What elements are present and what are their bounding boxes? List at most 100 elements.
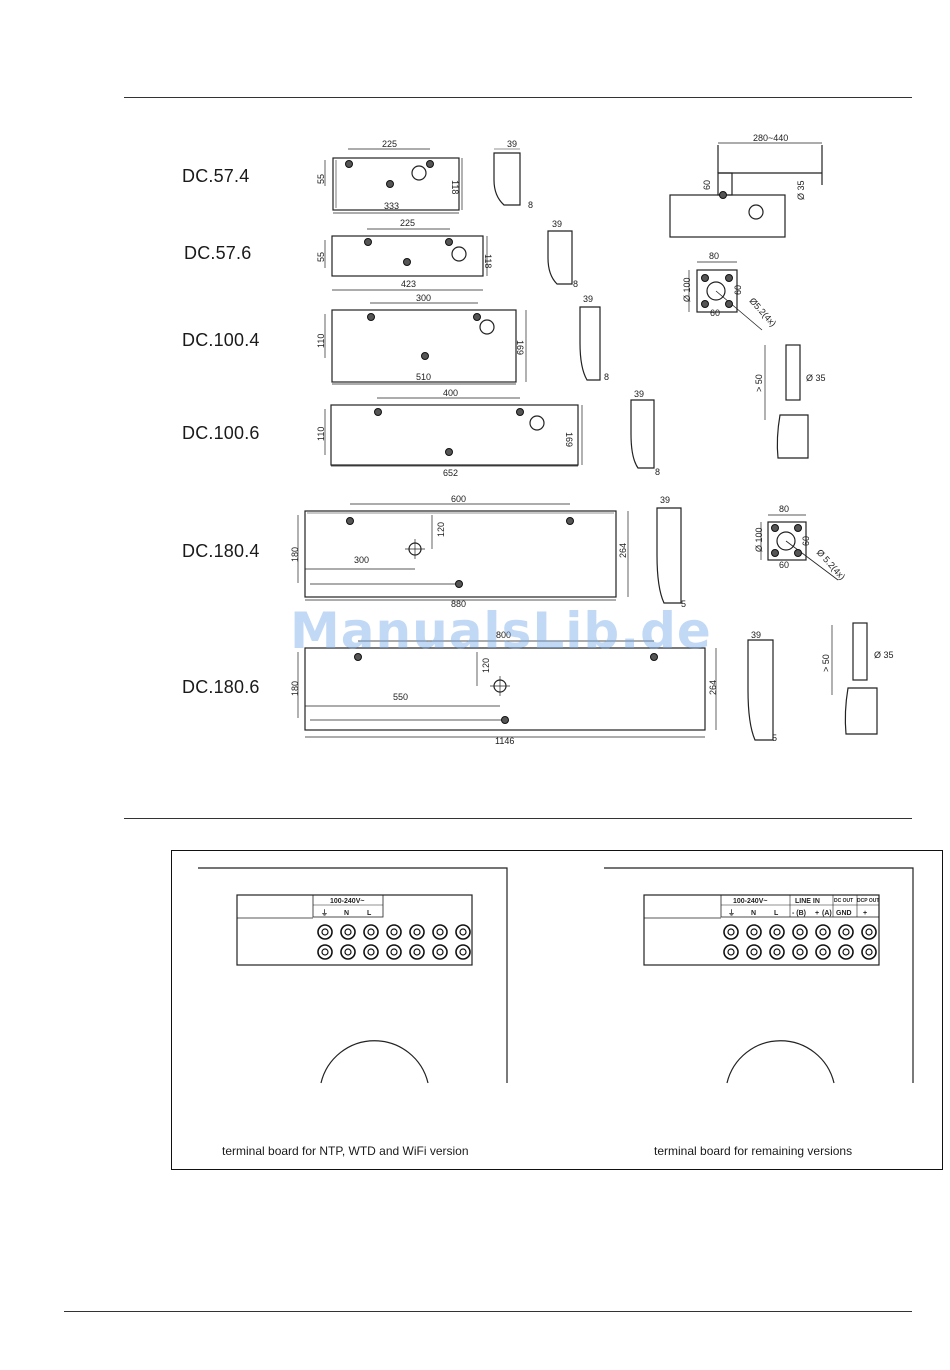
model-label: DC.100.6 [182,423,260,443]
dim-label: 550 [393,692,408,702]
terminal-label: N [344,910,349,917]
terminal-label: N [751,910,756,917]
dim-label: 60 [801,536,811,546]
dim-label: 120 [436,522,446,537]
dim-label: 169 [564,432,574,447]
housing-front [332,157,460,211]
dim-label: > 50 [754,374,764,392]
dim-label: 600 [451,494,466,504]
housing-front [331,309,517,383]
dim-label: 39 [660,495,670,505]
dim-label: 880 [451,599,466,609]
dim-label: 8 [573,279,578,289]
dim-label: 39 [751,630,761,640]
housing-side [493,152,521,206]
housing-front [304,510,617,598]
dim-label: 225 [400,218,415,228]
model-label: DC.180.4 [182,541,260,561]
dim-label: 180 [290,547,300,562]
terminal-header: 100-240V~ [330,898,364,905]
dim-label: 423 [401,279,416,289]
dim-label: 333 [384,201,399,211]
dim-label: 5 [772,733,777,743]
housing-front [330,404,579,466]
terminal-label: GND [836,910,852,917]
dim-label: 1146 [495,736,514,746]
pole [852,622,868,681]
dim-label: 55 [316,174,326,184]
housing-front [331,235,484,277]
model-label: DC.180.6 [182,677,260,697]
dim-label: 118 [483,254,493,268]
dim-label: 8 [604,372,609,382]
dimension-drawing: 225 55 118 333 39 8 225 55 118 423 39 8 … [290,133,894,746]
dim-label: 39 [634,389,644,399]
model-label: DC.100.4 [182,330,260,350]
dim-label: 300 [354,555,369,565]
dim-label: 510 [416,372,431,382]
dim-label: 80 [779,504,789,514]
top-rule [124,97,912,98]
model-label: DC.57.6 [184,243,252,263]
terminal-label: L [774,910,779,917]
dim-label: Ø 100 [682,277,692,302]
housing-side [579,306,601,381]
terminal-label: - (B) [792,910,806,917]
dim-label: 120 [481,658,491,673]
dim-label: 8 [655,467,660,477]
dim-label: 5 [681,599,686,609]
dim-label: 110 [316,334,326,348]
dim-label: Ø 35 [796,180,806,200]
dim-label: 225 [382,139,397,149]
terminal-header: DC OUT [834,898,853,904]
dim-label: 264 [618,543,628,558]
terminal-caption-left: terminal board for NTP, WTD and WiFi ver… [222,1144,469,1158]
dim-label: 60 [779,560,789,570]
dim-label: 118 [450,180,460,194]
terminal-label: + [863,910,867,917]
dim-label: Ø 35 [806,373,826,383]
dim-label: Ø 35 [874,650,894,660]
terminal-screws [317,924,877,960]
terminal-label: L [367,910,372,917]
terminal-caption-right: terminal board for remaining versions [654,1144,853,1158]
dim-label: 60 [702,180,712,190]
housing-front [304,647,706,731]
dim-label: 39 [552,219,562,229]
dim-label: 280~440 [753,133,788,143]
terminal-header: DCP OUT [857,898,879,904]
terminal-header: LINE IN [795,898,820,905]
dim-label: 39 [583,294,593,304]
housing-side [656,507,682,604]
housing-side [630,399,655,469]
terminal-label: ⏚ [728,909,735,917]
dim-label: 300 [416,293,431,303]
terminal-board-frame [171,850,943,1170]
watermark: ManualsLib.de [290,602,712,660]
bottom-rule [64,1311,912,1312]
flange-plate [767,521,807,561]
dim-label: 60 [710,308,720,318]
terminal-label: + [815,910,819,917]
dim-label: 264 [708,680,718,695]
dim-label: 110 [316,427,326,441]
terminal-header: 100-240V~ [733,898,767,905]
dim-label: 180 [290,681,300,696]
middle-rule [124,818,912,819]
housing-side [547,230,573,285]
pole [785,344,801,401]
terminal-label: ⏚ [321,909,328,917]
pole-clamp [844,687,878,735]
dim-label: 55 [316,252,326,262]
dim-label: 400 [443,388,458,398]
pole-clamp [776,414,809,459]
dim-label: 800 [496,630,511,640]
dim-label: Ø 100 [754,527,764,552]
terminal-label: (A) [822,910,832,917]
dim-label: 60 [733,285,743,295]
housing-side [747,639,774,741]
dim-label: 652 [443,468,458,478]
flange-plate [696,269,738,313]
model-label: DC.57.4 [182,166,250,186]
